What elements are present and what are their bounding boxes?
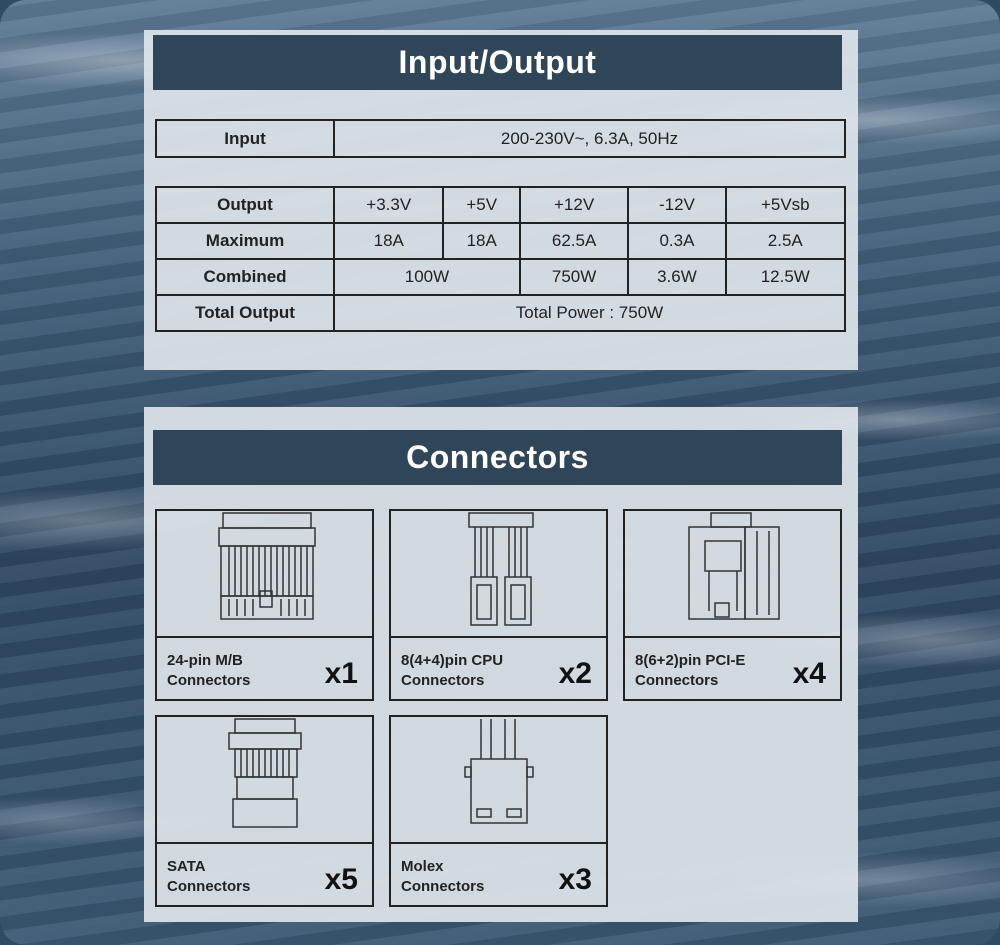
table-cell: 0.3A	[627, 222, 727, 260]
connector-count: x1	[324, 657, 358, 690]
connector-card-24pin: 24-pin M/B Connectors x1	[155, 509, 374, 701]
table-cell: 100W	[333, 258, 521, 296]
connector-count: x2	[558, 657, 592, 690]
connector-count: x3	[558, 863, 592, 896]
connector-card-pcie: 8(6+2)pin PCI-E Connectors x4	[623, 509, 842, 701]
connector-label: 24-pin M/B Connectors	[167, 652, 251, 689]
input-output-panel: Input/Output Input 200-230V~, 6.3A, 50Hz…	[144, 30, 858, 370]
table-cell: +5Vsb	[724, 186, 847, 224]
connectors-title: Connectors	[153, 430, 842, 485]
input-output-title: Input/Output	[153, 35, 842, 90]
table-cell: 750W	[518, 258, 630, 296]
connector-label: 8(4+4)pin CPU Connectors	[401, 652, 504, 689]
connector-card-cpu: 8(4+4)pin CPU Connectors x2	[389, 509, 608, 701]
connector-label: Molex Connectors	[401, 858, 485, 895]
maximum-row: Maximum 18A 18A 62.5A 0.3A 2.5A	[155, 222, 847, 260]
total-output-header: Total Output	[155, 294, 335, 332]
connector-label: SATA Connectors	[167, 858, 251, 895]
combined-row: Combined 100W 750W 3.6W 12.5W	[155, 258, 847, 296]
table-cell: 18A	[332, 222, 445, 260]
input-value: 200-230V~, 6.3A, 50Hz	[333, 119, 846, 158]
table-cell: 18A	[442, 222, 521, 260]
table-cell: +5V	[442, 186, 521, 224]
table-cell: 12.5W	[724, 258, 847, 296]
connector-count: x4	[792, 657, 826, 690]
connector-card-sata: SATA Connectors x5	[155, 715, 374, 907]
sata-connector-icon	[228, 718, 302, 828]
connector-card-molex: Molex Connectors x3	[389, 715, 608, 907]
combined-header: Combined	[155, 258, 335, 296]
total-power-value: Total Power : 750W	[333, 294, 846, 332]
cpu-8pin-connector-icon	[468, 512, 534, 626]
table-cell: 62.5A	[518, 222, 630, 260]
output-header: Output	[155, 186, 335, 224]
atx-24pin-connector-icon	[218, 512, 316, 620]
table-cell: +12V	[518, 186, 630, 224]
maximum-header: Maximum	[155, 222, 335, 260]
output-table: Output +3.3V +5V +12V -12V +5Vsb Maximum…	[155, 186, 847, 332]
connectors-panel: Connectors 24-pin M/B	[144, 407, 858, 922]
table-cell: +3.3V	[332, 186, 445, 224]
input-table: Input 200-230V~, 6.3A, 50Hz	[155, 119, 846, 158]
pcie-8pin-connector-icon	[688, 512, 780, 620]
total-output-row: Total Output Total Power : 750W	[155, 294, 846, 332]
molex-connector-icon	[464, 719, 534, 824]
input-row: Input 200-230V~, 6.3A, 50Hz	[155, 119, 846, 158]
output-voltage-row: Output +3.3V +5V +12V -12V +5Vsb	[155, 186, 847, 224]
connector-label: 8(6+2)pin PCI-E Connectors	[635, 652, 746, 689]
input-header: Input	[155, 119, 335, 158]
table-cell: 2.5A	[724, 222, 847, 260]
table-cell: 3.6W	[627, 258, 727, 296]
table-cell: -12V	[627, 186, 727, 224]
connector-count: x5	[324, 863, 358, 896]
